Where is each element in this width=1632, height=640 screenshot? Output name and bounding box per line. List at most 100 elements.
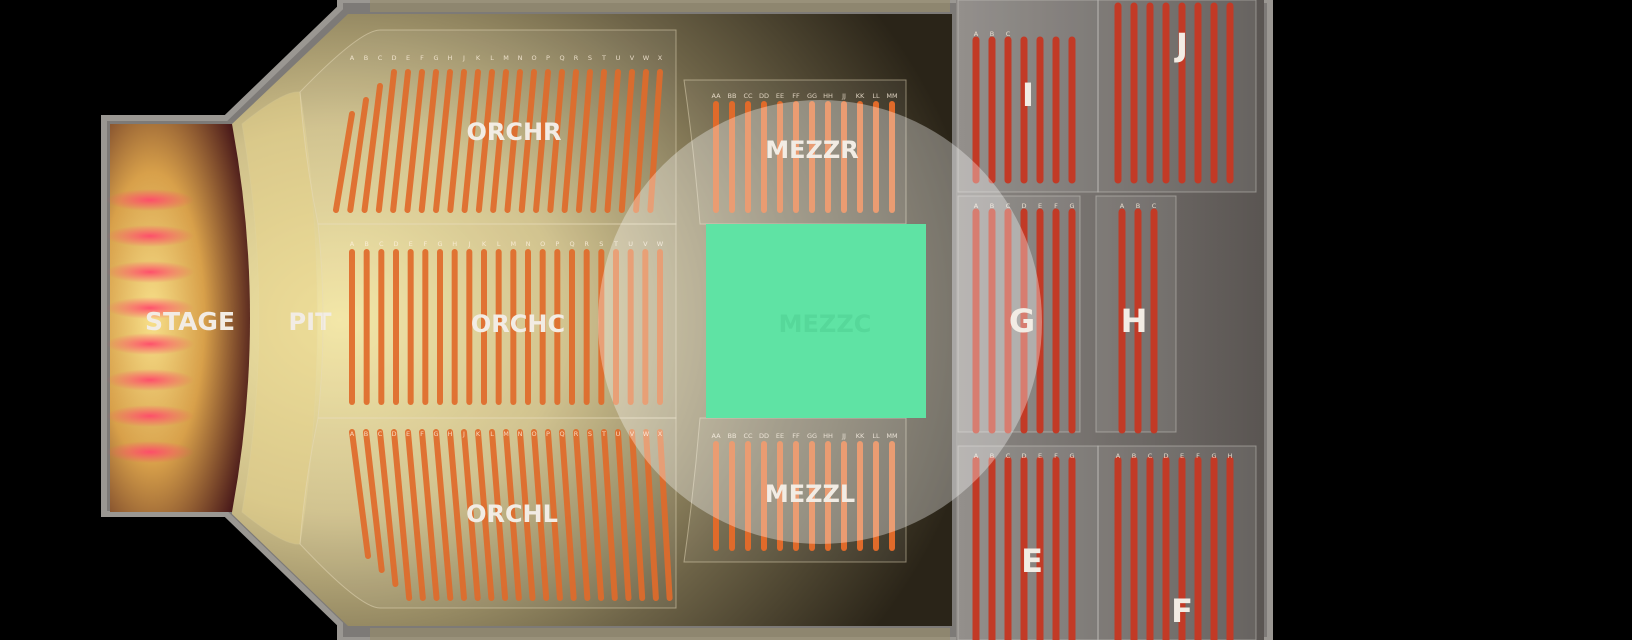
seat-row[interactable] [559,429,577,601]
seat-row[interactable] [390,69,411,213]
pit-label: PIT [289,308,333,336]
seat-row[interactable] [433,69,453,213]
seat-row[interactable] [647,69,663,213]
seat-row[interactable] [404,69,425,213]
row-letter: E [406,54,410,62]
seat-row[interactable] [503,429,522,601]
row-letter: B [364,240,368,248]
mezzr-label: MEZZR [765,136,859,164]
row-letter: D [393,240,398,248]
seat-row[interactable] [475,69,495,213]
row-letter: F [1054,452,1058,460]
section-i-label: I [1022,76,1034,114]
row-letter: G [1069,452,1074,460]
section-j[interactable] [1097,0,1257,193]
seat-row[interactable] [518,69,537,213]
seat-row[interactable] [489,429,509,601]
row-letter: L [490,430,494,438]
row-letter: E [1038,202,1042,210]
row-letter: A [1120,202,1125,210]
seat-row[interactable] [347,97,369,213]
seat-row[interactable] [490,69,509,213]
seat-row[interactable] [433,429,454,601]
seat-row[interactable] [615,429,632,601]
row-letter: BB [728,432,737,440]
row-letter: T [601,430,606,438]
seat-row[interactable] [601,429,618,601]
seat-row[interactable] [419,429,440,601]
row-letter: B [364,430,368,438]
seat-row[interactable] [590,69,607,213]
seat-row[interactable] [545,429,563,601]
row-letter: P [546,430,550,438]
seat-row[interactable] [349,429,371,559]
row-letter: F [423,240,427,248]
section-f-label: F [1171,592,1193,630]
seat-row[interactable] [391,429,413,601]
row-letter: W [657,240,664,248]
row-letter: J [467,240,470,248]
bottom-aisle [370,628,950,640]
row-letter: R [584,240,589,248]
pit-section[interactable]: PIT [241,91,333,545]
row-letter: E [1180,452,1184,460]
row-letter: G [1211,452,1216,460]
row-letter: K [476,54,481,62]
seat-row[interactable] [561,69,579,213]
seat-row[interactable] [517,429,536,601]
seat-row[interactable] [418,69,439,213]
seat-row[interactable] [361,83,383,213]
row-letter: R [574,430,579,438]
seat-row[interactable] [475,429,495,601]
seat-row[interactable] [531,429,550,601]
row-letter: M [511,240,517,248]
seat-row[interactable] [604,69,621,213]
seat-row[interactable] [633,69,649,213]
row-letter: Q [559,54,564,62]
seat-row[interactable] [377,429,399,587]
row-letter: F [1196,452,1200,460]
row-letter: BB [728,92,737,100]
seat-row[interactable] [333,111,355,213]
seat-row[interactable] [461,429,481,601]
seat-row[interactable] [504,69,523,213]
row-letter: H [448,430,453,438]
row-letter: E [409,240,413,248]
mezzl-label: MEZZL [765,480,855,508]
seat-row[interactable] [375,69,397,213]
seat-row[interactable] [461,69,481,213]
seat-row[interactable] [618,69,635,213]
stage-light [106,189,194,211]
stage-light [106,405,194,427]
seat-row[interactable] [643,429,659,601]
row-letter: LL [872,432,880,440]
row-letter: C [1006,202,1011,210]
seat-row[interactable] [657,429,673,601]
seat-row[interactable] [573,429,591,601]
seat-row[interactable] [587,429,605,601]
seat-row[interactable] [575,69,593,213]
seat-row[interactable] [533,69,551,213]
seat-row[interactable] [363,429,385,573]
seat-row[interactable] [547,69,565,213]
mezzc-section[interactable]: MEZZC [706,224,926,418]
seat-row[interactable] [629,429,646,601]
seat-row[interactable] [447,69,467,213]
row-letter: HH [823,92,833,100]
row-letter: V [643,240,648,248]
stage-section[interactable]: STAGE [106,124,250,512]
seat-row[interactable] [405,429,426,601]
row-letter: P [555,240,559,248]
seat-row[interactable] [447,429,467,601]
